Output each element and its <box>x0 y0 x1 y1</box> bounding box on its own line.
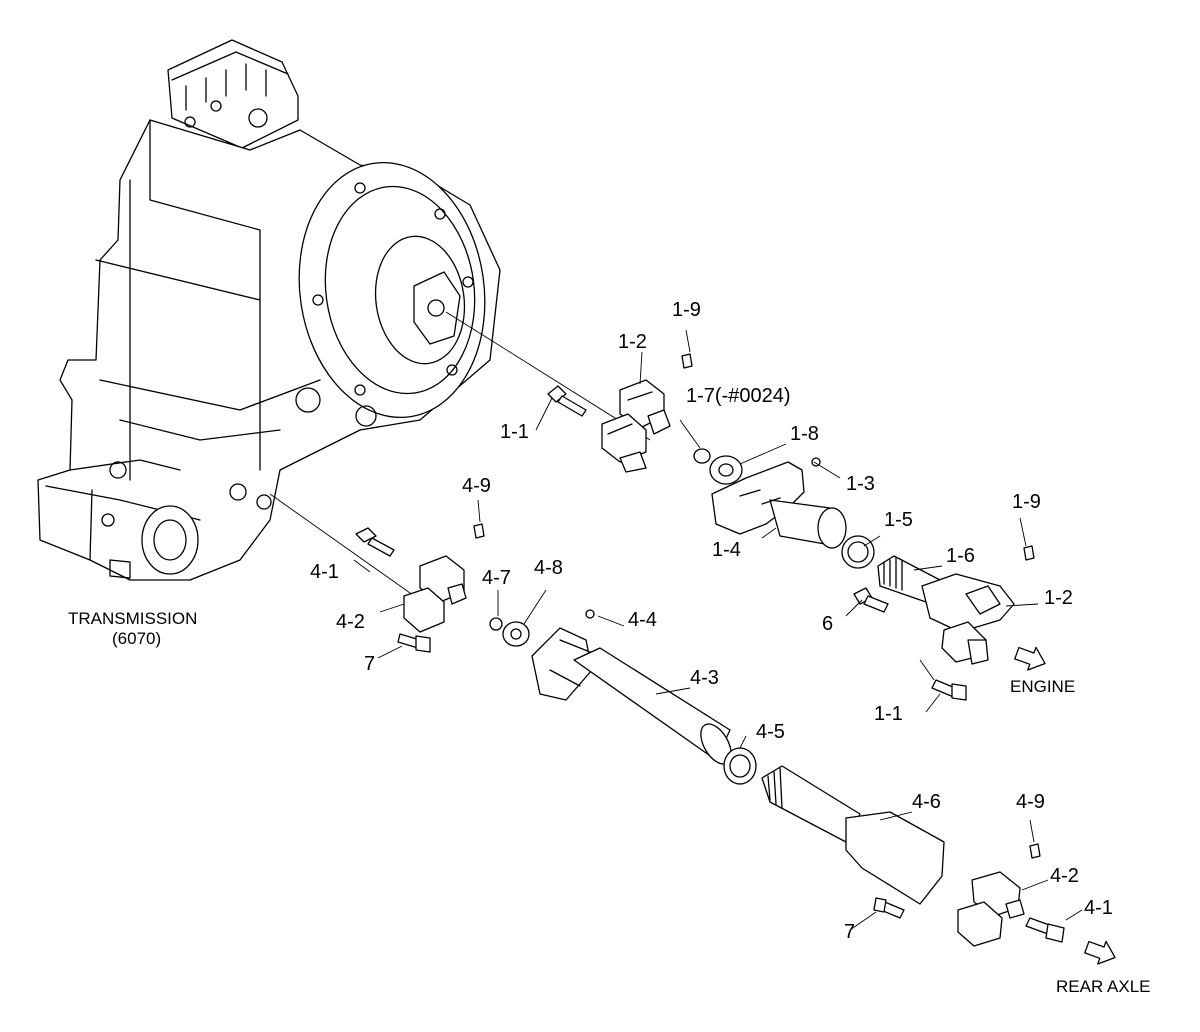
bolt-1-1-bottom <box>931 679 967 701</box>
label-1-7: 1-7(-#0024) <box>686 385 791 407</box>
grease-fitting-1-9-right <box>1023 545 1035 561</box>
label-4-5: 4-5 <box>756 721 785 743</box>
label-4-1-bottom: 4-1 <box>1084 897 1113 919</box>
label-7-top: 7 <box>364 653 375 675</box>
grease-fitting-4-9-top <box>473 523 485 539</box>
arrow-right-icon <box>1084 940 1116 965</box>
ujoint-4-2-top <box>403 555 467 633</box>
bolt-7-bottom <box>873 897 905 919</box>
label-4-9-bottom: 4-9 <box>1016 791 1045 813</box>
label-1-6: 1-6 <box>946 545 975 567</box>
label-4-4: 4-4 <box>628 609 657 631</box>
plug-4-4 <box>585 609 595 619</box>
lower-drive-shaft <box>269 493 1083 947</box>
label-1-9-top: 1-9 <box>672 299 701 321</box>
label-1-4: 1-4 <box>712 539 741 561</box>
transmission-housing <box>37 39 501 581</box>
label-1-1-top: 1-1 <box>500 421 529 443</box>
grease-fitting-4-9-bottom <box>1029 843 1041 859</box>
label-4-3: 4-3 <box>690 667 719 689</box>
seal-1-5 <box>841 535 875 569</box>
label-4-6: 4-6 <box>912 791 941 813</box>
caption-transmission-model: (6070) <box>112 629 161 648</box>
label-1-9-right: 1-9 <box>1012 491 1041 513</box>
washer-4-8 <box>502 621 530 647</box>
bolt-4-1-top <box>355 527 395 557</box>
ujoint-4-2-bottom <box>957 871 1025 947</box>
label-4-8: 4-8 <box>534 557 563 579</box>
nut-1-7 <box>693 448 711 464</box>
label-4-7: 4-7 <box>482 567 511 589</box>
grease-fitting-1-9-top <box>681 353 693 369</box>
arrow-right-icon <box>1014 646 1046 671</box>
bolt-7-top <box>397 633 431 653</box>
label-4-2-top: 4-2 <box>336 611 365 633</box>
ujoint-1-2-right <box>921 573 1015 665</box>
slip-yoke-1-4 <box>711 461 847 549</box>
seal-4-5 <box>723 747 757 785</box>
ujoint-1-2-top <box>601 379 671 473</box>
label-1-2-top: 1-2 <box>618 331 647 353</box>
tube-yoke-4-3 <box>531 627 732 765</box>
label-1-5: 1-5 <box>884 509 913 531</box>
bolt-1-1-top <box>547 385 587 417</box>
nut-4-7 <box>489 617 503 631</box>
label-4-2-bottom: 4-2 <box>1050 865 1079 887</box>
caption-rear-axle: REAR AXLE <box>1056 977 1151 996</box>
label-6: 6 <box>822 613 833 635</box>
label-4-9-top: 4-9 <box>462 475 491 497</box>
label-4-1-top: 4-1 <box>310 561 339 583</box>
label-1-3: 1-3 <box>846 473 875 495</box>
label-1-2-right: 1-2 <box>1044 587 1073 609</box>
spline-shaft-4-6 <box>761 765 945 905</box>
label-1-1-bottom: 1-1 <box>874 703 903 725</box>
label-1-8: 1-8 <box>790 423 819 445</box>
bolt-6 <box>853 587 889 613</box>
washer-1-8 <box>709 455 743 485</box>
label-7-bottom: 7 <box>844 921 855 943</box>
caption-transmission: TRANSMISSION <box>68 609 197 628</box>
upper-drive-shaft <box>445 311 1039 713</box>
bolt-4-1-bottom <box>1025 917 1065 943</box>
caption-engine: ENGINE <box>1010 677 1075 696</box>
